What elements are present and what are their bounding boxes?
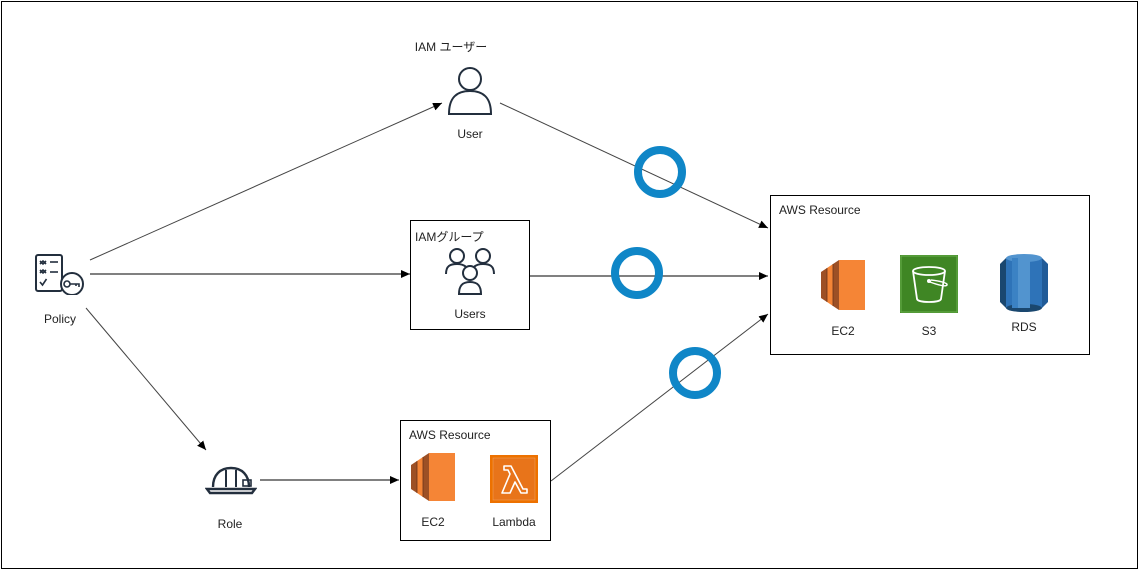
iam-group-title: IAMグループ [415,230,484,244]
user-icon[interactable] [447,65,493,115]
users-group-icon[interactable] [444,246,496,296]
rds-label: RDS [1011,320,1037,334]
ec2-icon[interactable] [409,451,457,503]
ec2-label: EC2 [831,324,855,338]
arrow-policy-to-user [89,102,443,261]
allow-circle-user [634,146,686,198]
arrow-policy-to-role [85,307,207,451]
policy-icon[interactable] [34,253,86,295]
arrow-user-to-resource [499,102,769,229]
role-ec2-label: EC2 [421,515,445,529]
role-resource-title: AWS Resource [409,428,491,442]
arrow-role-resource-to-resource [550,313,769,482]
lambda-label: Lambda [492,515,536,529]
users-label: Users [454,307,486,321]
rds-icon[interactable] [998,254,1050,312]
lambda-icon[interactable] [490,455,538,503]
iam-group-box[interactable]: IAMグループ [410,220,530,330]
allow-circle-group [611,247,663,299]
allow-circle-role [669,347,721,399]
role-label: Role [217,517,243,531]
user-label: User [457,127,483,141]
iam-user-title: IAM ユーザー [414,40,488,54]
s3-label: S3 [921,324,937,338]
s3-bucket-icon[interactable] [900,255,958,313]
main-resource-title: AWS Resource [779,203,861,217]
policy-label: Policy [43,312,77,326]
ec2-icon[interactable] [819,258,867,312]
role-hardhat-icon[interactable] [205,465,257,495]
